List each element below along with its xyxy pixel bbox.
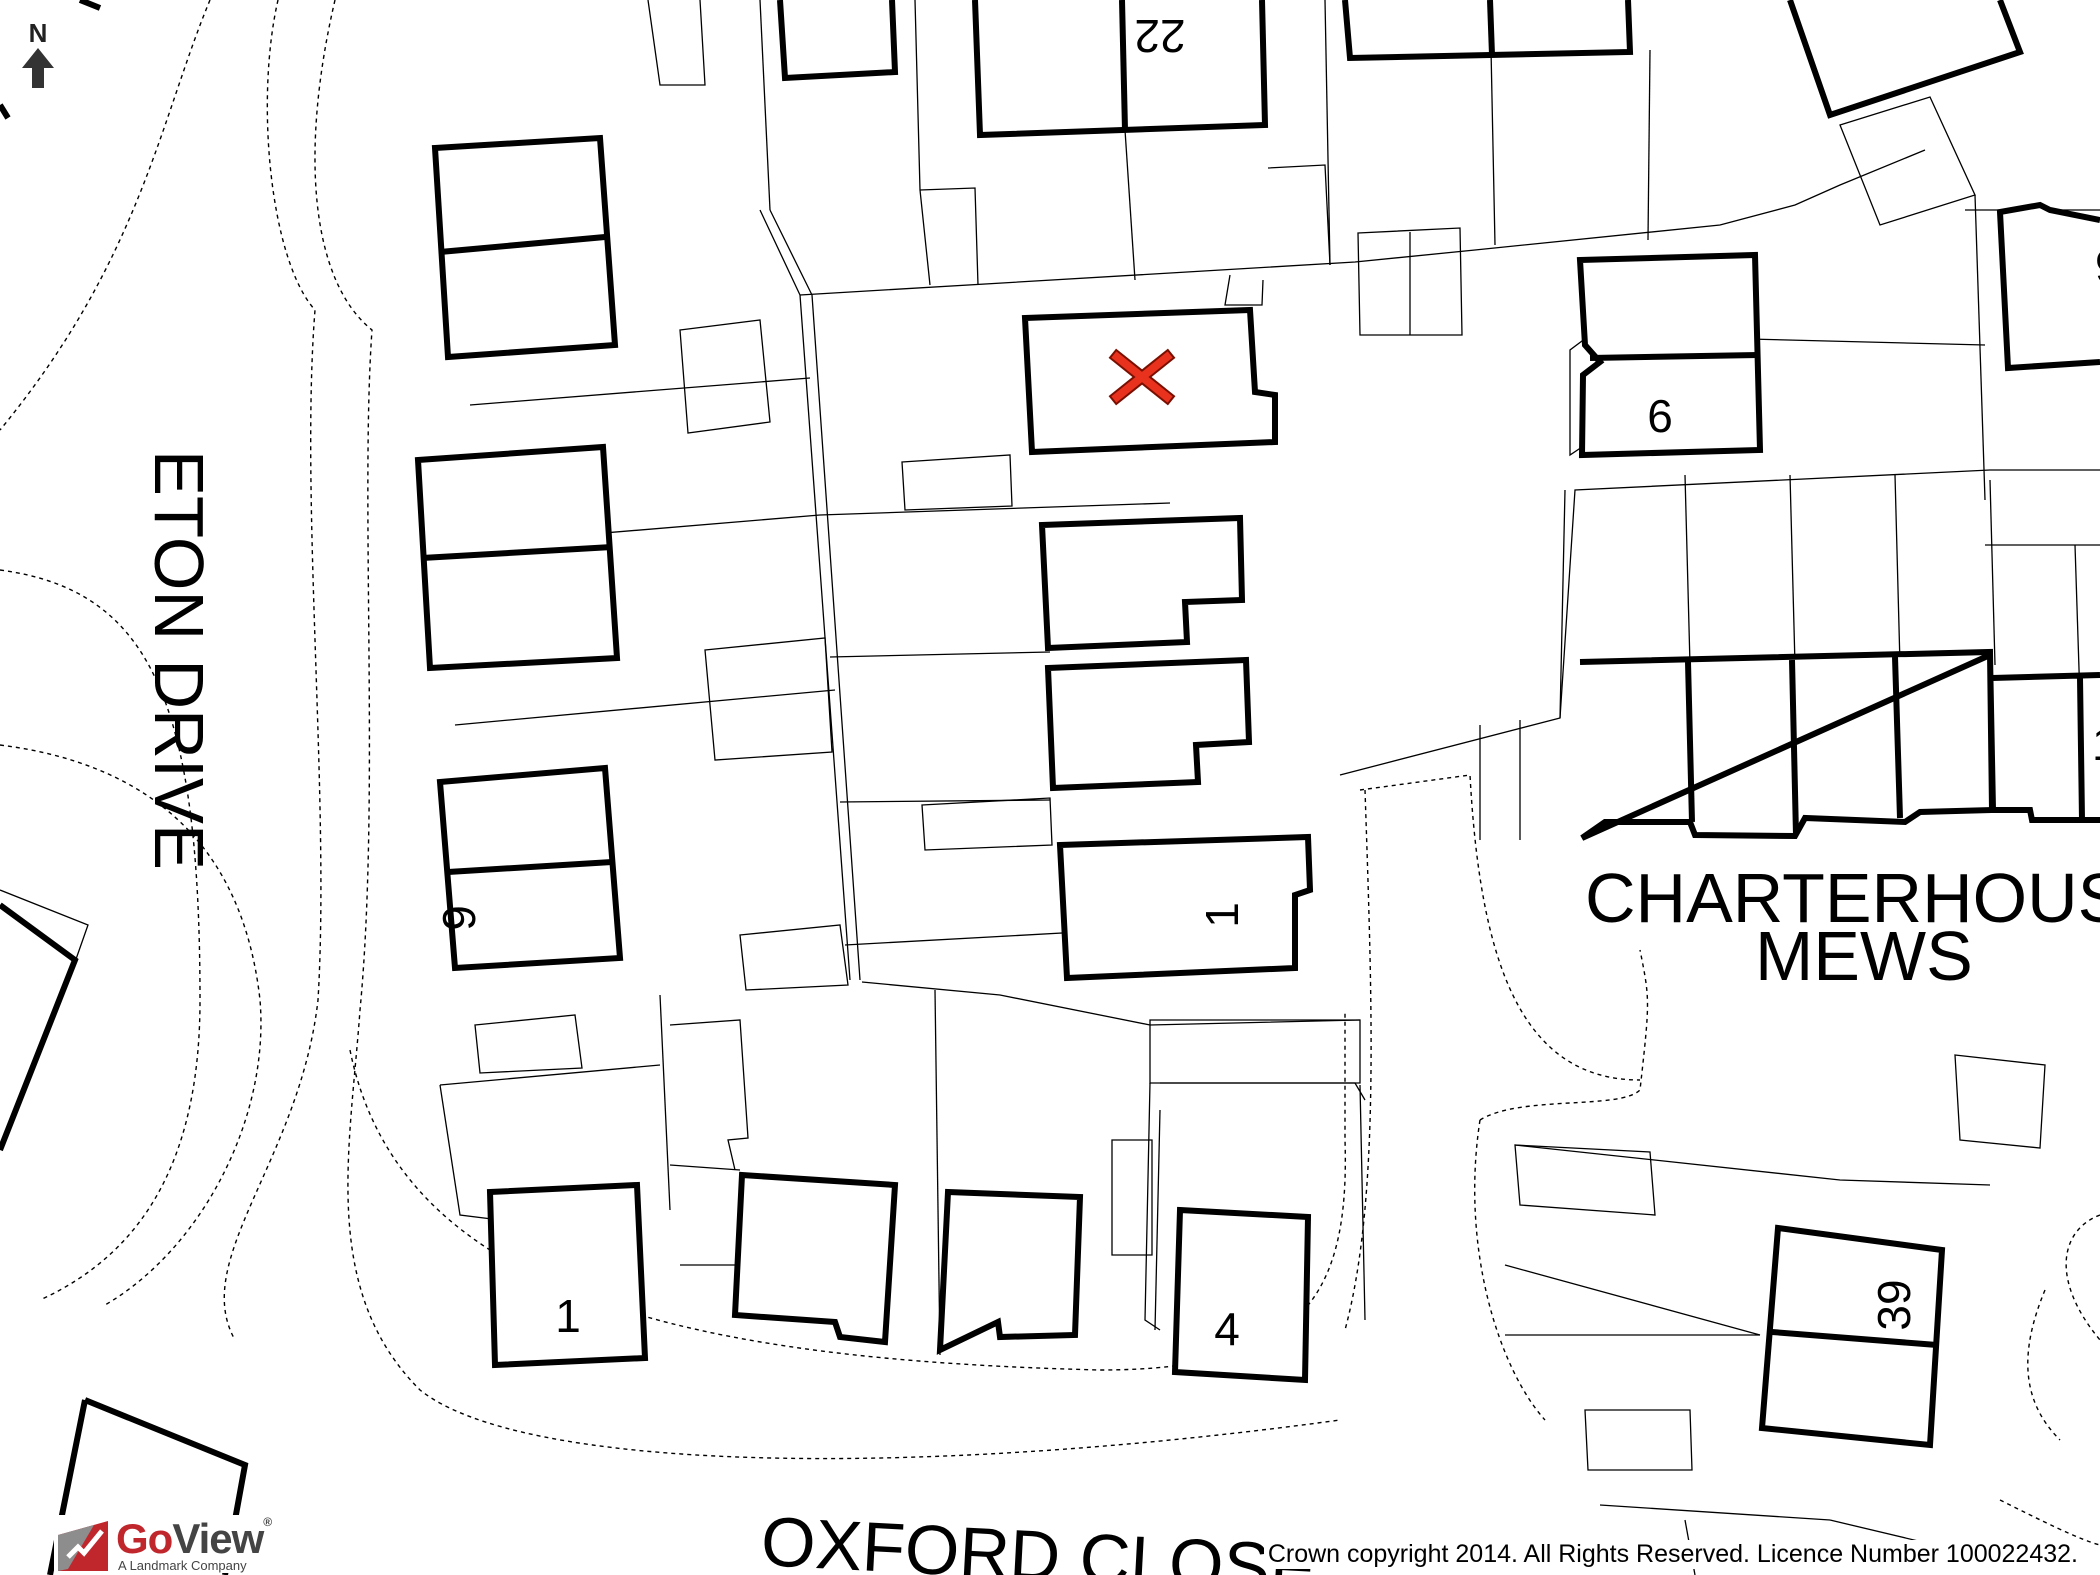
north-label: N: [29, 18, 48, 48]
goview-logo: GoView® A Landmark Company: [54, 1515, 304, 1573]
logo-go: Go: [116, 1515, 173, 1562]
house-number-39: 39: [1868, 1279, 1920, 1330]
logo-view: View: [172, 1515, 264, 1562]
house-number-9-left: 9: [433, 905, 485, 931]
house-number-1-north: 1: [1196, 902, 1248, 928]
street-label-mews: MEWS: [1755, 917, 1973, 995]
house-numbers: 22 9 6 9 1 1 4 39 1: [433, 10, 2100, 1355]
street-label-eton-drive: ETON DRIVE: [140, 450, 218, 870]
goview-logo-icon: [58, 1521, 108, 1571]
goview-wordmark: GoView®: [116, 1515, 272, 1563]
street-label-oxford-close: OXFORD CLOSE: [759, 1502, 1319, 1575]
copyright-notice: Crown copyright 2014. All Rights Reserve…: [1263, 1540, 2082, 1569]
logo-registered: ®: [263, 1515, 272, 1529]
north-arrow-icon: [22, 48, 54, 88]
house-number-1-south: 1: [555, 1290, 581, 1342]
north-arrow: N: [22, 18, 54, 88]
house-number-1-right: 1: [2092, 718, 2100, 770]
house-number-6: 6: [1647, 390, 1673, 442]
logo-tagline: A Landmark Company: [118, 1558, 247, 1573]
house-number-9-right: 9: [2095, 240, 2100, 292]
street-label-charterhouse: CHARTERHOUSE: [1585, 859, 2100, 937]
house-number-22: 22: [1134, 10, 1185, 62]
house-number-4: 4: [1214, 1303, 1240, 1355]
subject-property-marker[interactable]: [1108, 348, 1176, 406]
